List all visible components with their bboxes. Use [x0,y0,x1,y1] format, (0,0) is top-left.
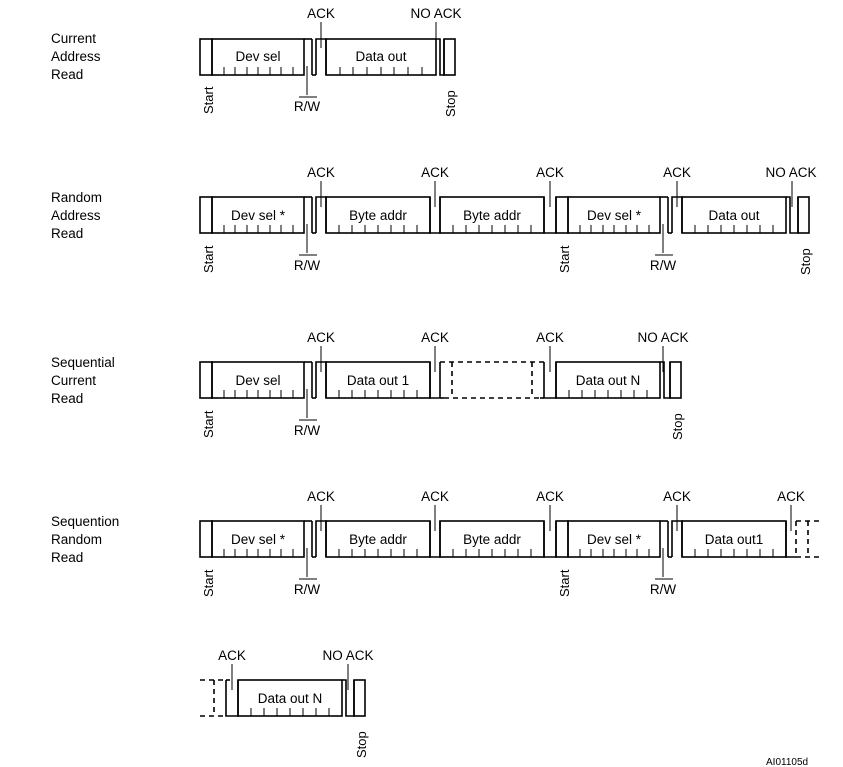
field-label: Byte addr [463,208,521,223]
row-label-line: Address [51,208,101,223]
bit-ticks [223,549,774,557]
noack-label: NO ACK [637,330,688,345]
bit-ticks [223,390,648,398]
row-label-line: Current [51,31,96,46]
row-label-line: Current [51,373,96,388]
field-label: Data out [355,49,406,64]
start-label: Start [201,569,216,597]
noack-label: NO ACK [765,165,816,180]
continuation-dashes [200,679,226,717]
rw-label: R/W [650,258,677,273]
continuation-dashes [440,361,544,399]
bit-ticks [223,225,774,233]
ack-label: ACK [307,6,335,21]
row-label-line: Sequential [51,355,115,370]
field-label: Data out 1 [347,373,409,388]
field-label: Data out N [576,373,641,388]
field-label: Byte addr [349,208,407,223]
field-label: Dev sel [235,49,280,64]
noack-slot [436,38,445,76]
field-label: Byte addr [463,532,521,547]
row-label-line: Read [51,391,83,406]
field-label: Dev sel * [231,532,286,547]
ack-label: ACK [307,489,335,504]
rw-label: R/W [294,99,321,114]
field-label: Dev sel [235,373,280,388]
rw-label: R/W [650,582,677,597]
figure-reference: AI01105d [766,757,808,767]
ack-label: ACK [307,330,335,345]
start-label: Start [201,245,216,273]
rw-label: R/W [294,423,321,438]
start-label: Start [201,86,216,114]
field-label: Data out1 [705,532,764,547]
ack-pointers [320,505,792,531]
ack-label: ACK [218,648,246,663]
ack-label: ACK [663,489,691,504]
row-random-address-read: Random Address Read [51,165,817,275]
ack-label: ACK [536,165,564,180]
rw-label: R/W [294,258,321,273]
row-label-line: Read [51,67,83,82]
noack-label: NO ACK [410,6,461,21]
row-label-line: Random [51,190,102,205]
row-current-address-read: Current Address Read Dev sel Data out AC… [51,6,462,117]
field-label: Dev sel * [231,208,286,223]
field-label: Data out [708,208,759,223]
row-sequential-current-read: Sequential Current Read [51,330,689,440]
stop-label: Stop [354,731,369,758]
start-label: Start [201,410,216,438]
stop-label: Stop [798,248,813,275]
bit-ticks [223,67,423,75]
ack-label: ACK [536,489,564,504]
stop-condition-box [443,38,456,76]
start-label: Start [557,245,572,273]
ack-label: ACK [777,489,805,504]
ack-label: ACK [536,330,564,345]
ack-label: ACK [421,330,449,345]
continuation-dashes [795,520,822,558]
field-label: Dev sel * [587,532,642,547]
row-label-line: Random [51,532,102,547]
start-condition-box [199,38,213,76]
row-label-line: Address [51,49,101,64]
bit-ticks [250,708,330,716]
ack-label: ACK [421,489,449,504]
start-label: Start [557,569,572,597]
row-sequential-random-read-continued: Data out N ACK NO ACK Stop [200,648,374,758]
bus-frame [225,679,366,717]
rw-label: R/W [294,582,321,597]
noack-label: NO ACK [322,648,373,663]
field-label: Dev sel * [587,208,642,223]
row-label-line: Read [51,226,83,241]
row-label-line: Sequention [51,514,119,529]
row-label-line: Read [51,550,83,565]
ack-label: ACK [663,165,691,180]
row-sequential-random-read: Sequention Random Read [51,489,822,597]
ack-label: ACK [421,165,449,180]
stop-label: Stop [670,413,685,440]
ack-pointers [320,181,793,207]
bus-frame [199,361,682,399]
field-label: Byte addr [349,532,407,547]
field-label: Data out N [258,691,323,706]
ack-pointers [320,346,664,372]
ack-label: ACK [307,165,335,180]
stop-label: Stop [443,90,458,117]
